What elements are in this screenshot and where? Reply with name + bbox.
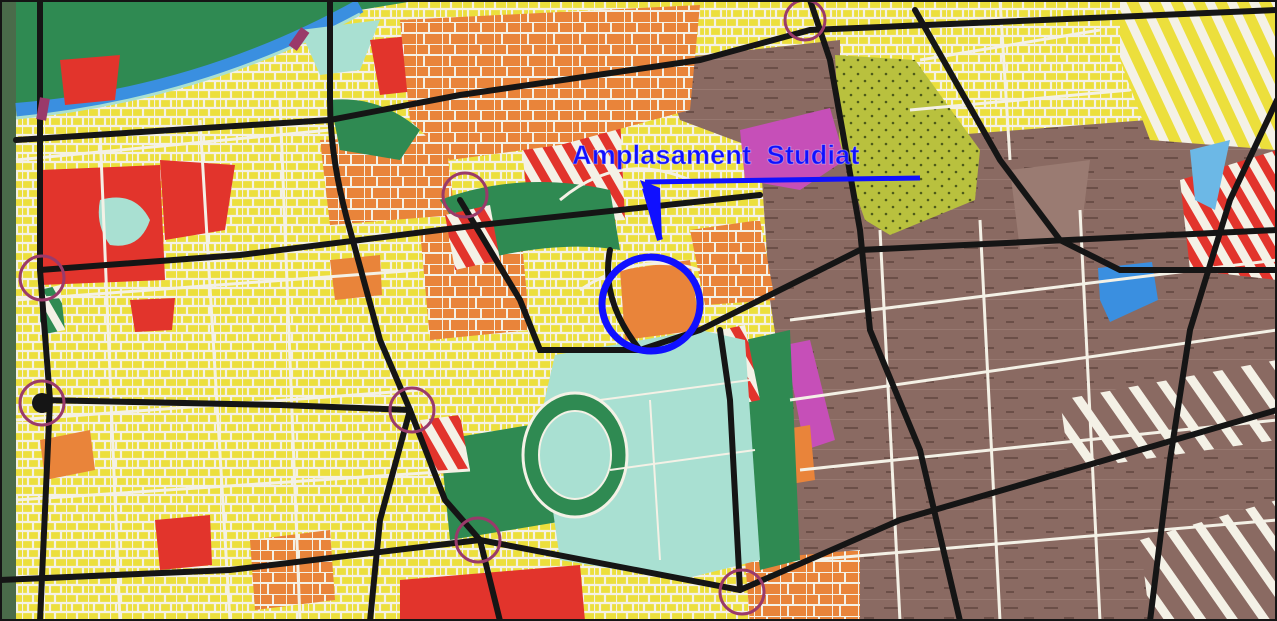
bridge-markers: [36, 27, 310, 121]
stadium-field: [538, 410, 612, 500]
commercial-se: [745, 550, 860, 621]
site-circle: [598, 253, 704, 355]
commercial-sw: [250, 530, 335, 610]
label-underline: [644, 175, 921, 185]
dotted-park: [835, 55, 980, 235]
sports-complex: [540, 330, 760, 580]
pale-plaza-north: [300, 20, 380, 75]
institutional-block: [130, 298, 175, 332]
pointer-arrow: [640, 180, 662, 240]
industrial-block: [1010, 160, 1090, 250]
satellite-edge: [0, 0, 16, 621]
studied-site-annotation: [598, 175, 921, 355]
secondary-streets: [15, 0, 1277, 621]
institutional-west-2: [160, 160, 235, 240]
commercial-center-nw: [320, 135, 455, 225]
commercial-east: [690, 220, 775, 305]
magenta-zone-north: [740, 108, 845, 190]
pale-court-west: [98, 197, 150, 246]
industrial-hatched-strip: [1060, 360, 1277, 470]
institutional-sw: [155, 515, 212, 570]
river-ne: [1190, 140, 1230, 210]
hatched-red-west: [445, 205, 500, 270]
intersection-nodes: [18, 0, 827, 616]
institutional-nw: [60, 55, 120, 105]
magenta-zone-south: [785, 340, 835, 450]
studied-site-block: [620, 260, 700, 340]
monument-marker: [32, 393, 52, 413]
studied-site-label: Amplasament Studiat: [572, 140, 860, 171]
hatched-reserve-ne: [1120, 0, 1277, 150]
commercial-west: [40, 430, 95, 480]
